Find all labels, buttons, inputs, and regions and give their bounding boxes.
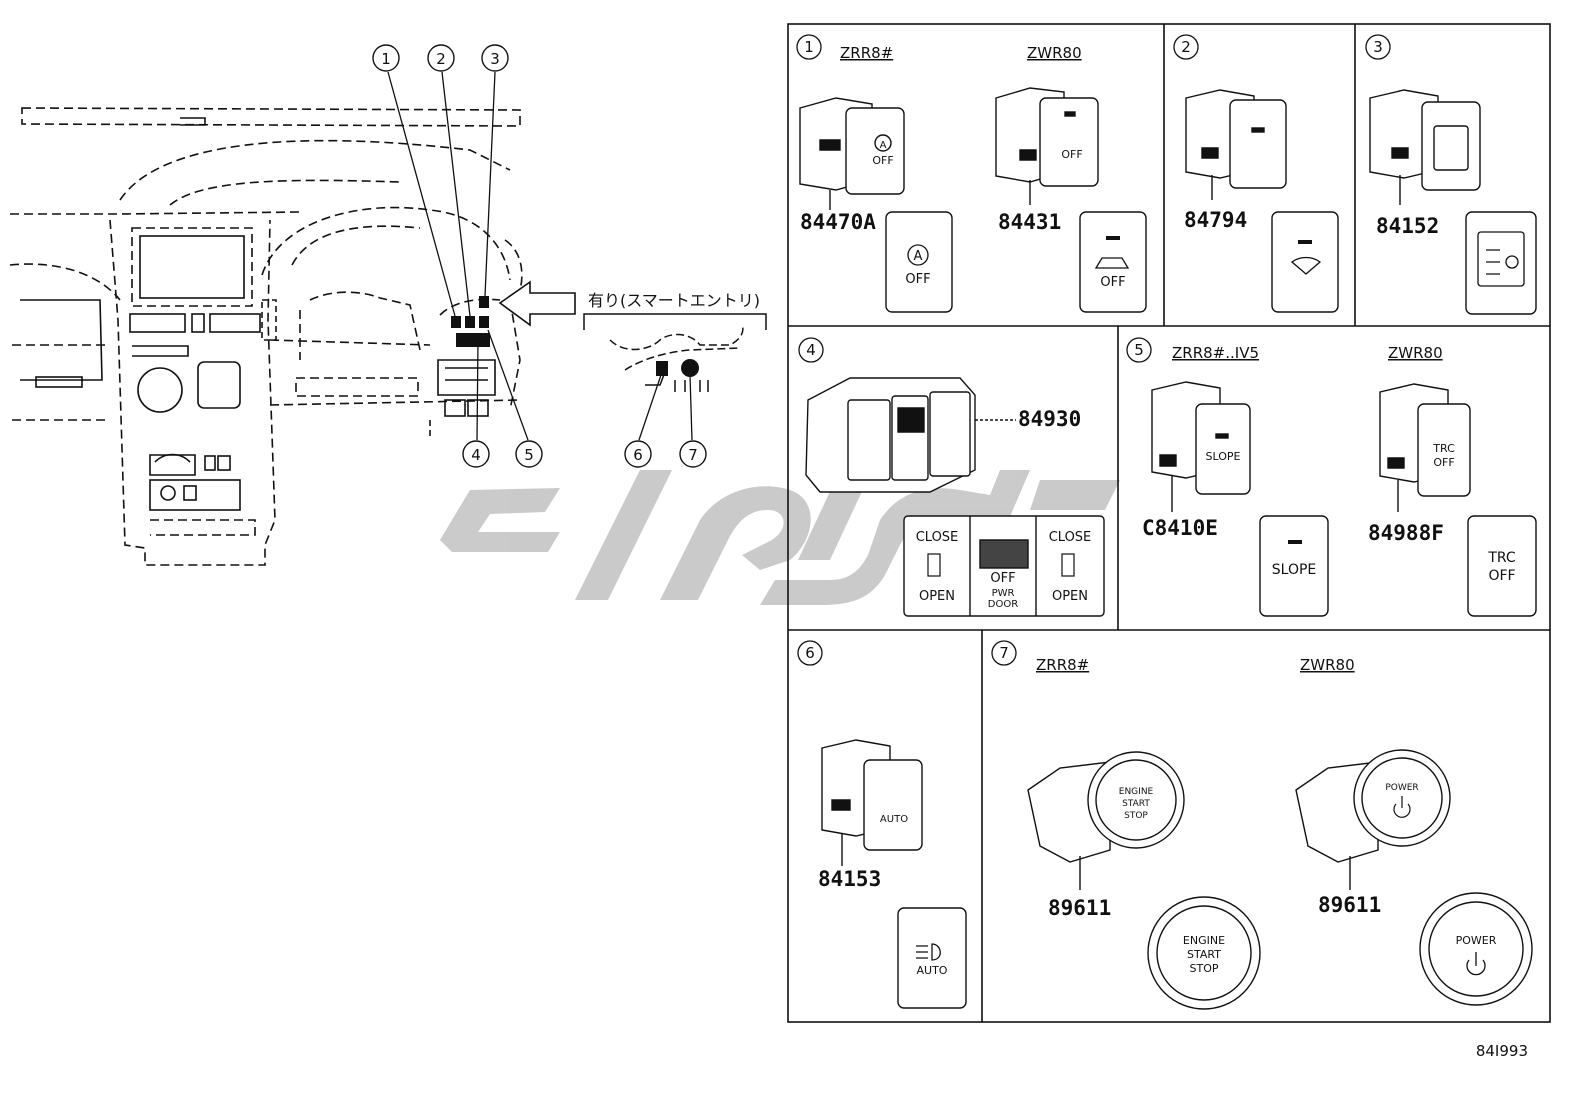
engine-start-button-face	[1147, 896, 1261, 1010]
switch-84930-drawing	[805, 377, 1016, 493]
panel-1-number: 1	[804, 38, 814, 56]
callout-leaders	[387, 71, 693, 441]
svg-text:OFF: OFF	[872, 154, 893, 167]
part-84470a: 84470A	[800, 210, 876, 234]
watermark-logo	[440, 470, 1120, 605]
panel-3-number: 3	[1373, 38, 1383, 56]
callout-3: 3	[490, 50, 500, 68]
svg-text:STOP: STOP	[1124, 811, 1148, 821]
panel-grid	[787, 23, 1551, 1023]
switch-84153-drawing	[821, 739, 923, 866]
dashboard-sketch	[9, 107, 523, 566]
callout-4: 4	[471, 446, 481, 464]
switch-89611-engine-drawing	[1027, 751, 1185, 890]
switch-84470a-drawing	[799, 97, 905, 210]
panel-4-number: 4	[806, 341, 816, 359]
part-84988f: 84988F	[1368, 521, 1444, 545]
engine-label-2: START	[1187, 948, 1221, 961]
switch-84794-face	[1271, 211, 1339, 313]
engine-label-3: STOP	[1190, 962, 1219, 975]
switch-84431-face	[1079, 211, 1147, 313]
smart-entry-note: 有り(スマートエントリ)	[588, 291, 760, 310]
auto-headlight-icon	[916, 943, 941, 961]
svg-text:POWER: POWER	[1385, 783, 1418, 793]
wiper-deicer-icon	[1290, 256, 1322, 275]
switch-84470a-face	[885, 211, 953, 313]
power-icon	[1466, 952, 1486, 976]
part-84152: 84152	[1376, 214, 1439, 238]
power-button-face	[1419, 892, 1533, 1006]
smart-entry-switch-7	[681, 359, 699, 377]
svg-text:TRC: TRC	[1432, 442, 1455, 455]
part-89611-a: 89611	[1048, 896, 1111, 920]
engine-label-1: ENGINE	[1183, 934, 1225, 947]
panel-5-model-b: ZWR80	[1388, 344, 1443, 362]
switch-locations	[451, 296, 490, 347]
panel-1-model-b: ZWR80	[1027, 44, 1082, 62]
panel-5-number: 5	[1134, 341, 1144, 359]
callout-1: 1	[381, 50, 391, 68]
switch-84470a-label: OFF	[905, 272, 930, 287]
switch-c8410e-face	[1259, 515, 1329, 617]
svg-text:AUTO: AUTO	[880, 814, 908, 825]
switch-84152-face	[1465, 211, 1537, 315]
a-off-icon: A	[914, 249, 923, 264]
callout-6: 6	[633, 446, 643, 464]
smart-entry-inset	[583, 313, 767, 392]
sliding-door-switch-face	[903, 515, 1105, 617]
vsc-off-icon	[1094, 257, 1130, 269]
pwr-door-off: OFF	[990, 571, 1015, 586]
panel-6-number: 6	[805, 644, 815, 662]
callout-2: 2	[436, 50, 446, 68]
part-89611-b: 89611	[1318, 893, 1381, 917]
svg-text:OFF: OFF	[1061, 148, 1082, 161]
switch-c8410e-drawing	[1151, 381, 1251, 512]
callout-5: 5	[524, 446, 534, 464]
door-label: DOOR	[988, 599, 1018, 610]
panel-7-model-a: ZRR8#	[1036, 656, 1089, 674]
power-label: POWER	[1456, 934, 1497, 947]
headlight-leveling-icon	[1477, 231, 1525, 287]
switch-84988f-face	[1467, 515, 1537, 617]
switch-89611-power-drawing	[1295, 749, 1451, 890]
callout-circles	[372, 44, 707, 468]
door-right-open: OPEN	[1052, 589, 1088, 604]
panel-5-model-a: ZRR8#..IV5	[1172, 344, 1259, 362]
panel-7-number: 7	[999, 644, 1009, 662]
smart-entry-switch-6	[656, 361, 668, 376]
svg-text:OFF: OFF	[1433, 456, 1454, 469]
pwr-label: PWR	[992, 588, 1015, 599]
pointer-arrow	[498, 280, 576, 327]
svg-text:A: A	[880, 140, 887, 151]
panel-2-number: 2	[1181, 38, 1191, 56]
switch-84431-label: OFF	[1100, 275, 1125, 290]
part-84153: 84153	[818, 867, 881, 891]
switch-84152-drawing	[1369, 89, 1481, 205]
switch-84988f-label-1: TRC	[1487, 550, 1516, 566]
switch-84153-label: AUTO	[917, 964, 948, 977]
switch-c8410e-label: SLOPE	[1272, 562, 1317, 578]
panel-1-model-a: ZRR8#	[840, 44, 893, 62]
switch-84988f-label-2: OFF	[1488, 568, 1515, 584]
part-c8410e: C8410E	[1142, 516, 1218, 540]
door-right-close: CLOSE	[1049, 530, 1092, 545]
switch-84794-drawing	[1185, 89, 1287, 200]
switch-84988f-drawing	[1379, 383, 1471, 512]
part-84794: 84794	[1184, 208, 1247, 232]
door-right-icon	[1061, 553, 1075, 577]
part-84930: 84930	[1018, 407, 1081, 431]
callout-7: 7	[688, 446, 698, 464]
svg-text:SLOPE: SLOPE	[1206, 450, 1241, 463]
door-left-icon	[927, 553, 941, 577]
switch-84431-drawing	[995, 87, 1099, 205]
panel-7-model-b: ZWR80	[1300, 656, 1355, 674]
svg-text:START: START	[1122, 799, 1150, 809]
part-84431: 84431	[998, 210, 1061, 234]
door-left-close: CLOSE	[916, 530, 959, 545]
door-left-open: OPEN	[919, 589, 955, 604]
svg-text:ENGINE: ENGINE	[1119, 787, 1154, 797]
diagram-code: 84I993	[1476, 1042, 1528, 1060]
